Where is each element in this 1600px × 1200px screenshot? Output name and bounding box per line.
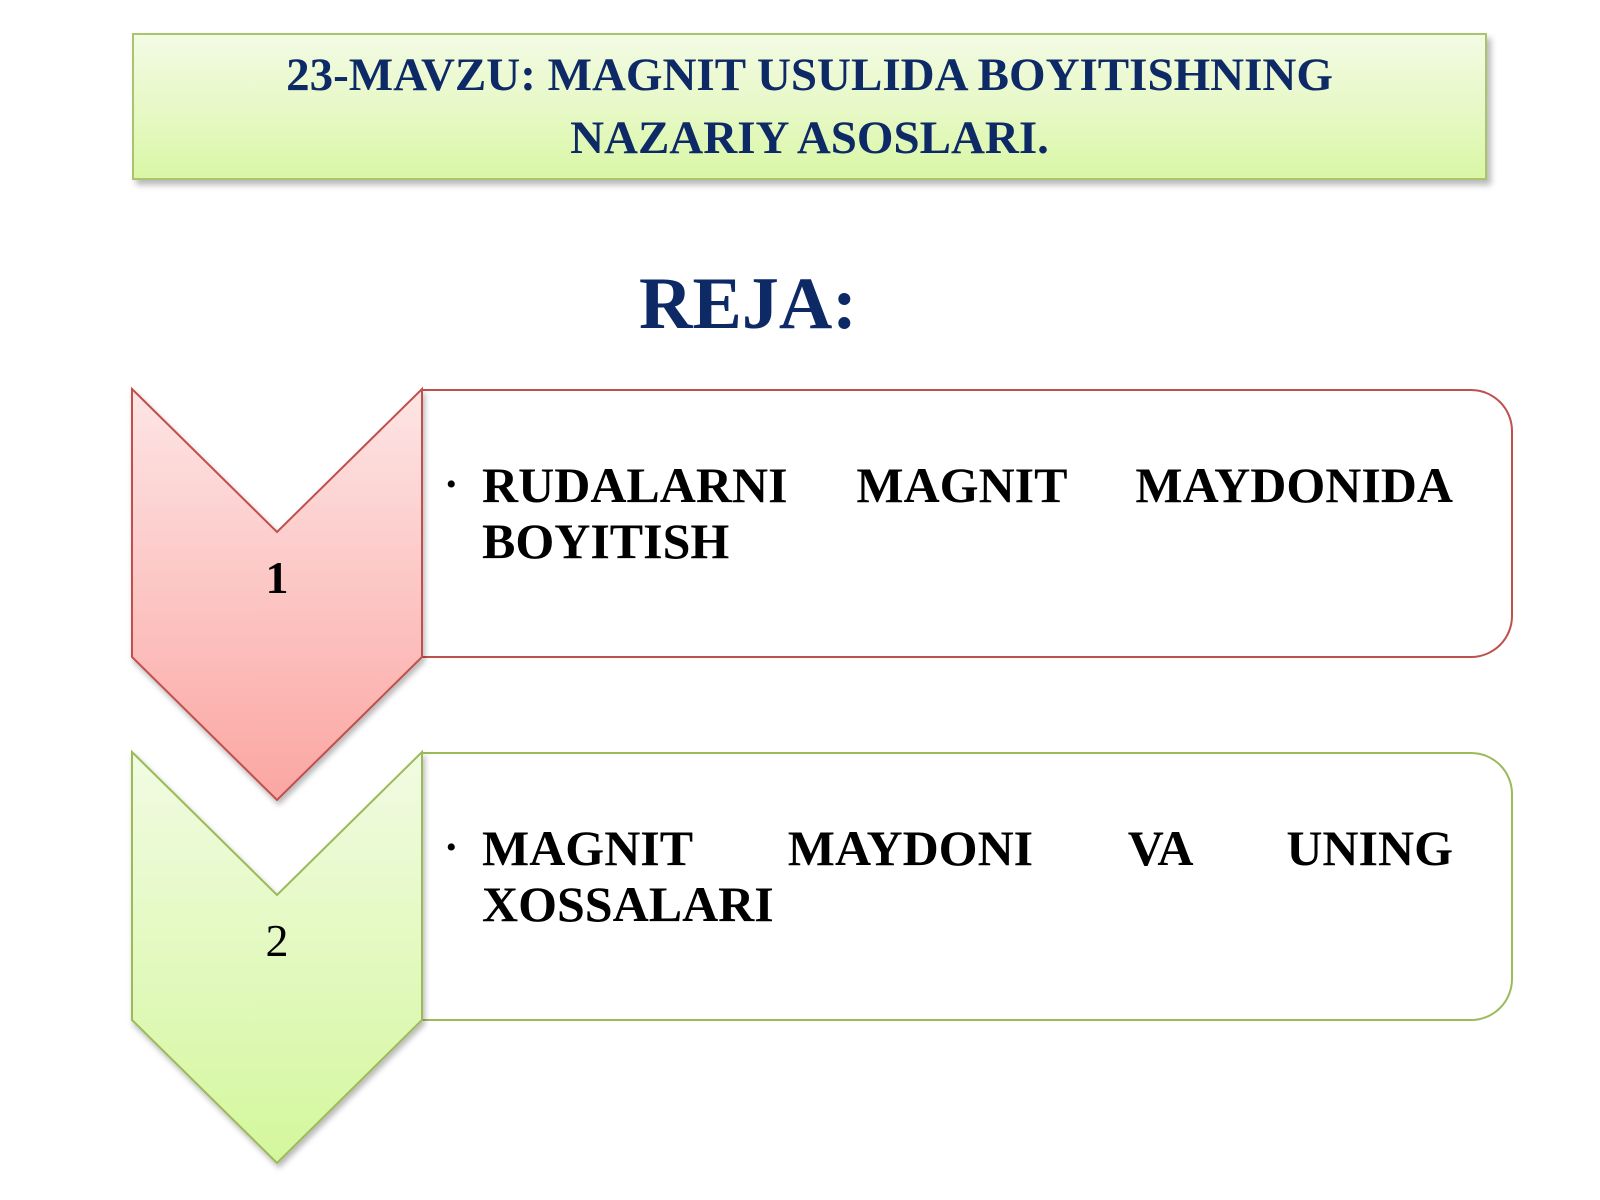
plan-item-1-box: • RUDALARNI MAGNIT MAYDONIDA BOYITISH bbox=[422, 389, 1513, 658]
chevron-down-icon bbox=[131, 749, 423, 1165]
title-line-2: NAZARIY ASOSLARI. bbox=[570, 111, 1049, 164]
plan-item-2-number: 2 bbox=[265, 915, 289, 966]
plan-item-1-text: RUDALARNI MAGNIT MAYDONIDA BOYITISH bbox=[482, 457, 1453, 569]
chevron-down-icon bbox=[131, 386, 423, 802]
plan-item-1-bullet-row: • RUDALARNI MAGNIT MAYDONIDA BOYITISH bbox=[446, 457, 1453, 569]
slide-title: 23-MAVZU: MAGNIT USULIDA BOYITISHNING NA… bbox=[266, 44, 1353, 170]
plan-item-2-box: • MAGNIT MAYDONI VA UNING XOSSALARI bbox=[422, 752, 1513, 1021]
plan-heading: REJA: bbox=[639, 263, 857, 345]
bullet-icon: • bbox=[446, 831, 457, 864]
title-line-1: 23-MAVZU: MAGNIT USULIDA BOYITISHNING bbox=[286, 48, 1333, 101]
plan-item-1-chevron: 1 bbox=[124, 386, 434, 809]
plan-item-2-bullet-row: • MAGNIT MAYDONI VA UNING XOSSALARI bbox=[446, 820, 1453, 932]
title-banner: 23-MAVZU: MAGNIT USULIDA BOYITISHNING NA… bbox=[132, 33, 1487, 180]
bullet-icon: • bbox=[446, 468, 457, 501]
plan-item-2-chevron: 2 bbox=[124, 749, 434, 1172]
plan-item-1-number: 1 bbox=[265, 552, 289, 603]
plan-item-2-text: MAGNIT MAYDONI VA UNING XOSSALARI bbox=[482, 820, 1453, 932]
